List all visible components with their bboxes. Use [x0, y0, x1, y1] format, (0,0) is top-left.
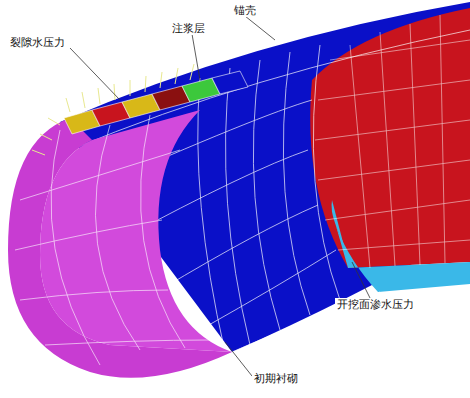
- part-label: 初期衬砌: [252, 372, 300, 385]
- part-label: 裂隙水压力: [8, 36, 67, 49]
- leader-line: [70, 16, 370, 376]
- pressure-arrows: [32, 64, 194, 155]
- interior-face: [310, 8, 470, 268]
- section-face: [40, 110, 232, 352]
- lower-region-edge: [332, 200, 346, 250]
- lower-region: [336, 226, 470, 292]
- part-label: 锚壳: [232, 4, 258, 17]
- part-label: 开挖面渗水压力: [335, 298, 416, 311]
- part-label: 注浆层: [170, 22, 207, 35]
- grout-cells: [64, 71, 248, 134]
- mesh-lines: [315, 15, 470, 268]
- mesh-lines: [15, 115, 210, 365]
